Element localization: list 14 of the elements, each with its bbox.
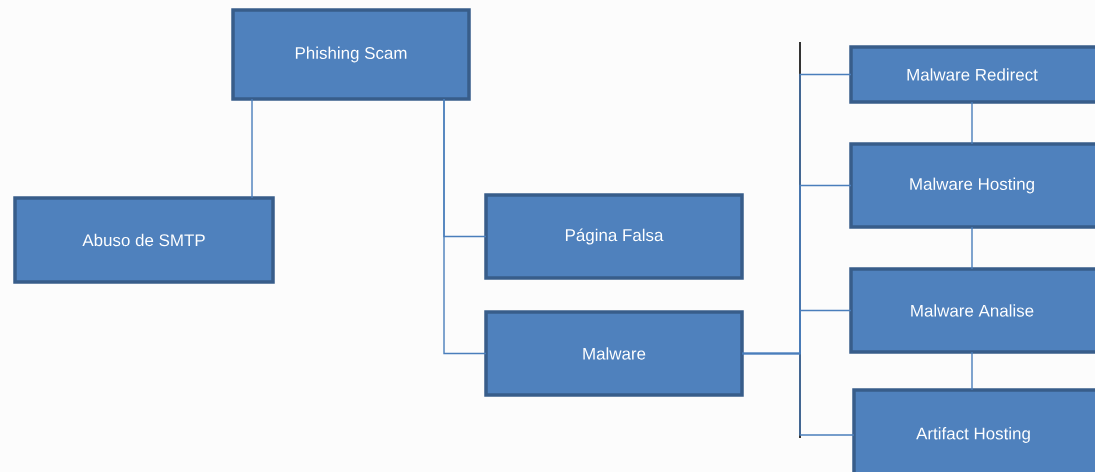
connector-line xyxy=(251,98,253,199)
process-box: Malware Redirect xyxy=(849,45,1095,104)
process-box: Malware Hosting xyxy=(849,142,1095,229)
connector-line xyxy=(971,351,973,391)
process-box: Phishing Scam xyxy=(231,8,471,101)
connector-line xyxy=(971,101,973,145)
connector-line xyxy=(741,352,855,436)
process-box: Malware xyxy=(484,310,744,397)
process-box: Abuso de SMTP xyxy=(13,196,275,284)
connector-line xyxy=(443,98,487,355)
process-box: Artifact Hosting xyxy=(852,388,1095,472)
connector-line xyxy=(971,226,973,270)
process-box: Página Falsa xyxy=(484,193,744,280)
process-box: Malware Analise xyxy=(849,267,1095,354)
